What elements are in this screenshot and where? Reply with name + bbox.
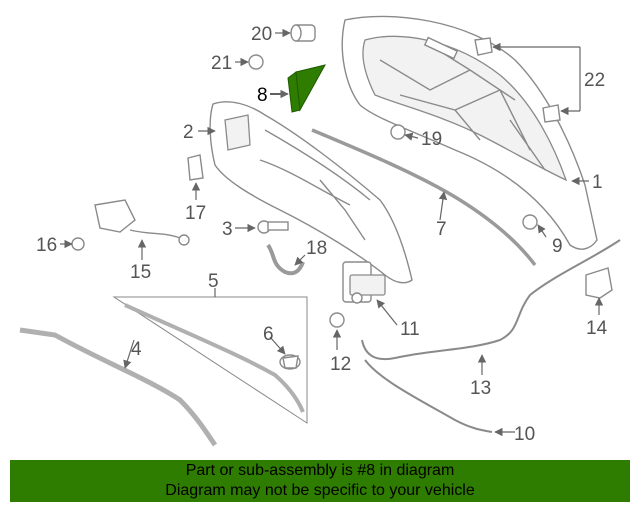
callout-11: 11 — [400, 319, 420, 340]
hose-18 — [266, 243, 305, 276]
callout-6: 6 — [263, 324, 274, 345]
callout-2: 2 — [183, 122, 194, 143]
callout-21: 21 — [211, 53, 232, 74]
callout-10: 10 — [514, 424, 535, 445]
callout-9: 9 — [552, 236, 563, 257]
callout-20: 20 — [251, 24, 272, 45]
callout-19: 19 — [421, 129, 442, 150]
bumper-17 — [187, 154, 204, 181]
clip-6 — [282, 355, 299, 369]
leader-lines — [60, 28, 604, 437]
seal-kit-5 — [112, 296, 308, 424]
callout-7: 7 — [436, 219, 447, 240]
stop-20 — [290, 24, 316, 42]
seal-strip-4 — [19, 327, 218, 447]
bracket-14 — [585, 267, 613, 299]
diagram-notice-banner: Part or sub-assembly is #8 in diagram Di… — [10, 460, 630, 502]
notice-part-line: Part or sub-assembly is #8 in diagram — [185, 462, 455, 479]
hood-insulator — [209, 101, 413, 284]
hood-panel — [341, 15, 598, 250]
callout-13: 13 — [470, 378, 491, 399]
clip-19 — [390, 124, 406, 140]
notice-disclaimer-line: Diagram may not be specific to your vehi… — [165, 482, 475, 499]
bolt-9 — [522, 214, 538, 230]
callout-16: 16 — [36, 235, 57, 256]
bolt-12 — [329, 312, 345, 328]
hood-weatherstrip — [311, 128, 537, 267]
release-cable — [361, 239, 621, 433]
callout-15: 15 — [130, 262, 151, 283]
hood-latch — [342, 261, 386, 304]
callout-12: 12 — [330, 354, 351, 375]
nut-21 — [248, 54, 264, 70]
callout-1: 1 — [592, 172, 603, 193]
callout-17: 17 — [185, 203, 206, 224]
callout-8: 8 — [257, 85, 268, 106]
parts-diagram: 1 2 3 4 5 6 7 8 9 10 11 12 13 14 15 16 1… — [19, 15, 621, 447]
callout-labels: 1 2 3 4 5 6 7 8 9 10 11 12 13 14 15 16 1… — [36, 24, 608, 445]
callout-3: 3 — [222, 219, 233, 240]
bolt-3 — [257, 220, 289, 234]
callout-22: 22 — [584, 70, 605, 91]
callout-14: 14 — [586, 318, 608, 339]
callout-18: 18 — [306, 238, 327, 259]
callout-4: 4 — [131, 339, 142, 360]
clip-22-upper — [474, 37, 493, 56]
highlighted-part-8 — [287, 64, 326, 113]
callout-5: 5 — [208, 271, 219, 292]
clip-22-lower — [542, 104, 561, 123]
hood-sensor — [71, 199, 190, 251]
